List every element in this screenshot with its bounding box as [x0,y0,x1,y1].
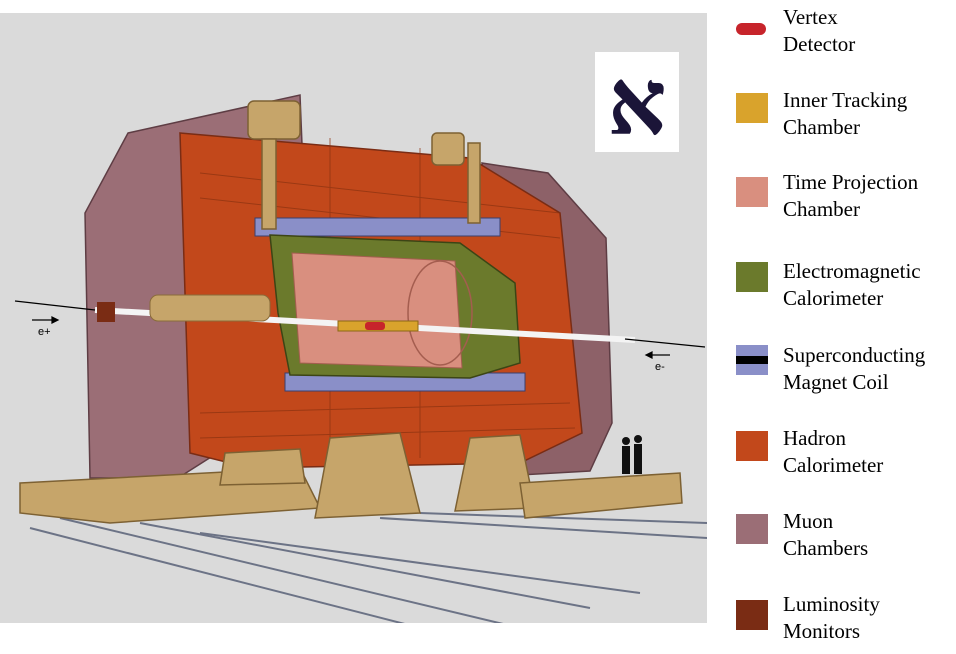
legend-label-time-projection-chamber: Time Projection Chamber [783,170,919,221]
time-projection-chamber [291,252,463,369]
cryogenic-towers [247,100,481,230]
square-swatch-icon [736,177,768,207]
square-swatch-icon [736,514,768,544]
square-swatch-icon [736,431,768,461]
legend-label-vertex-detector: Vertex Detector [783,5,856,56]
vertex-detector [365,322,385,330]
legend-item-time-projection-chamber: Time Projection Chamber [736,169,956,229]
vertex-detector-capsule-icon [736,23,766,35]
left-support-tube [149,294,271,322]
square-swatch-icon [736,93,768,123]
luminosity-monitor-left [97,302,115,322]
square-swatch-icon [736,600,768,630]
legend-label-superconducting-magnet-coil: Superconducting Magnet Coil [783,343,926,394]
legend-label-electromagnetic-calorimeter: Electromagnetic Calorimeter [783,259,921,310]
aleph-logo: א [595,52,679,152]
tpc-endplate [407,260,473,366]
legend-label-muon-chambers: Muon Chambers [783,509,869,560]
beam-label-positron: e+ [38,326,51,338]
striped-swatch-icon [736,345,768,375]
legend-label-inner-tracking-chamber: Inner Tracking Chamber [783,88,908,139]
beam-label-electron: e- [655,361,665,373]
floor-rails [29,512,708,634]
square-swatch-icon [736,262,768,292]
legend-label-hadron-calorimeter: Hadron Calorimeter [783,426,884,477]
aleph-letter-logo: א [607,48,667,156]
legend-item-vertex-detector: Vertex Detector [736,4,956,64]
human-figures [622,435,642,474]
legend-item-superconducting-magnet-coil: Superconducting Magnet Coil [736,342,956,402]
detector-illustration-panel: e+ e- א [0,13,708,634]
beam-arrows [14,300,706,359]
detector-illustration: e+ e- [14,94,708,634]
legend-label-luminosity-monitors: Luminosity Monitors [783,592,880,643]
legend-item-luminosity-monitors: Luminosity Monitors [736,591,956,651]
legend-item-inner-tracking-chamber: Inner Tracking Chamber [736,87,956,147]
support-cradles [19,432,683,524]
magnet-coil-top [254,217,501,237]
legend-item-electromagnetic-calorimeter: Electromagnetic Calorimeter [736,258,956,318]
legend-item-hadron-calorimeter: Hadron Calorimeter [736,425,956,485]
legend-item-muon-chambers: Muon Chambers [736,508,956,568]
